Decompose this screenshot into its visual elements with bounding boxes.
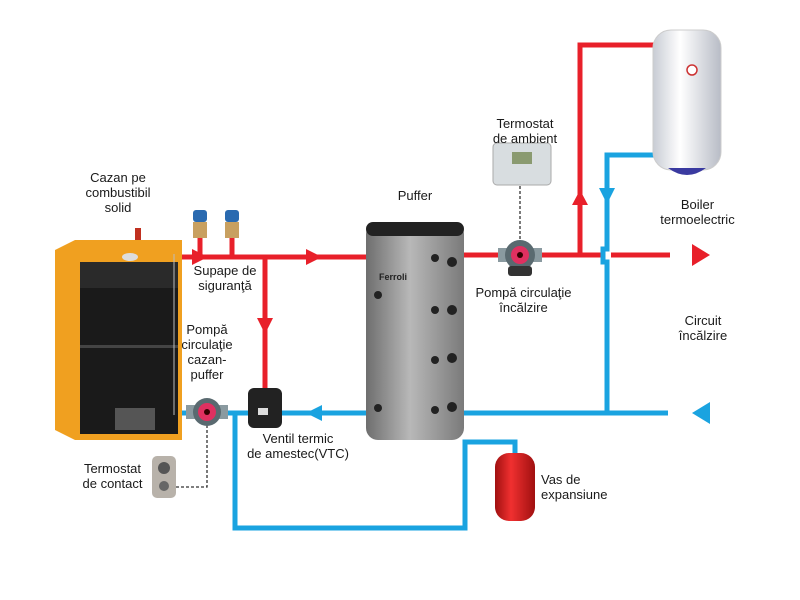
label-line: Supape de [193,263,257,278]
arrow-right-icon [692,244,710,266]
label-line: puffer [190,367,224,382]
label-line: termoelectric [660,212,735,227]
label-line: circulaţie [181,337,233,352]
label-heating-pump: Pompă circulaţie încălzire [466,285,581,315]
cold-flow-arrows [306,188,710,424]
contact-thermostat [152,456,176,498]
label-line: Pompă circulaţie [475,285,572,300]
label-line: Boiler [680,197,715,212]
hot-pipe-to-water-heater [577,42,655,255]
label-line: combustibil [85,185,151,200]
label-heating-circuit: Circuit încălzire [663,313,743,343]
arrow-left-icon [692,402,710,424]
cold-pipe-expansion-loop [232,413,518,531]
label-line: de ambient [492,131,558,146]
label-line: încălzire [678,328,728,343]
label-line: Vas de [541,472,581,487]
label-room-thermostat: Termostat de ambient [480,116,570,146]
label-safety-valves: Supape de siguranţă [180,263,270,293]
safety-valves [193,210,239,238]
label-line: încălzire [499,300,548,315]
solid-fuel-boiler [55,228,182,440]
label-line: de contact [82,476,143,491]
arrow-down-icon [257,318,273,334]
label-contact-thermostat: Termostat de contact [75,461,150,491]
puffer-tank [366,222,464,440]
label-line: Termostat [83,461,142,476]
label-line: cazan- [187,352,227,367]
label-line: Circuit [684,313,722,328]
arrow-down-icon [599,188,615,204]
label-line: Termostat [496,116,554,131]
arrow-right-icon [306,249,322,265]
arrow-right-icon [192,249,208,265]
label-expansion-vessel: Vas de expansiune [541,472,631,502]
pump-heating [498,240,542,276]
expansion-vessel [495,453,535,521]
pump-boiler-puffer [186,398,228,426]
hot-flow-arrows [192,190,710,334]
label-solid-fuel-boiler: Cazan pe combustibil solid [78,170,158,215]
control-wires [175,186,521,488]
label-puffer: Puffer [397,188,433,203]
label-line: de amestec(VTC) [247,446,349,461]
label-line: Ventil termic [262,431,334,446]
label-line: solid [104,200,132,215]
hot-pipes [180,42,670,392]
label-mixing-valve: Ventil termic de amestec(VTC) [238,431,358,461]
arrow-up-icon [572,190,588,205]
room-thermostat [492,142,552,186]
electric-water-heater [652,29,722,175]
label-line: Cazan pe [90,170,146,185]
label-line: Pompă [186,322,228,337]
brand-logo-puffer: Ferroli [378,272,407,282]
cold-pipe-water-heater [600,152,655,413]
label-line: expansiune [541,487,608,502]
thermostatic-mixing-valve [248,388,282,428]
label-line: siguranţă [198,278,252,293]
label-water-heater: Boiler termoelectric [650,197,745,227]
label-pump-boiler-puffer: Pompă circulaţie cazan- puffer [172,322,242,382]
arrow-left-icon [306,405,322,421]
